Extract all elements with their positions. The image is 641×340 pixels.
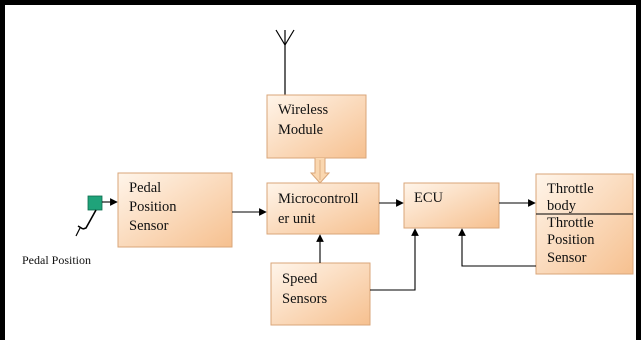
throttle-block: Throttle body Throttle Position Sensor [535, 173, 634, 275]
pedal-icon [75, 195, 103, 237]
microcontroller-block: Microcontroll er unit [266, 182, 380, 235]
arrow-throttle-feedback-to-ecu [458, 228, 536, 267]
throttle-body-line-1: Throttle [547, 181, 594, 197]
wireless-line-2: Module [278, 122, 323, 138]
throttle-sensor-line-2: Position [547, 232, 595, 248]
speed-line-2: Sensors [282, 291, 327, 307]
speed-sensors-block: Speed Sensors [270, 262, 371, 326]
microcontroller-line-1: Microcontroll [278, 191, 359, 207]
pedal-position-label: Pedal Position [22, 253, 91, 267]
ecu-block: ECU [403, 182, 500, 229]
throttle-sensor-line-1: Throttle [547, 215, 594, 231]
wireless-line-1: Wireless [278, 102, 329, 118]
microcontroller-line-2: er unit [278, 211, 315, 227]
wireless-bus-arrow [309, 158, 331, 184]
throttle-sensor-line-3: Sensor [547, 250, 587, 266]
arrow-speed-to-ecu [370, 228, 419, 291]
speed-line-1: Speed [282, 271, 318, 287]
pedal-sensor-line-1: Pedal [129, 180, 161, 196]
antenna-icon [275, 29, 295, 95]
pedal-sensor-line-3: Sensor [129, 218, 169, 234]
throttle-body-line-2: body [547, 198, 577, 214]
pedal-position-sensor-block: Pedal Position Sensor [117, 172, 233, 248]
wireless-module-block: Wireless Module [266, 94, 367, 159]
ecu-label: ECU [414, 190, 444, 206]
pedal-sensor-line-2: Position [129, 199, 177, 215]
connectors [102, 198, 536, 291]
